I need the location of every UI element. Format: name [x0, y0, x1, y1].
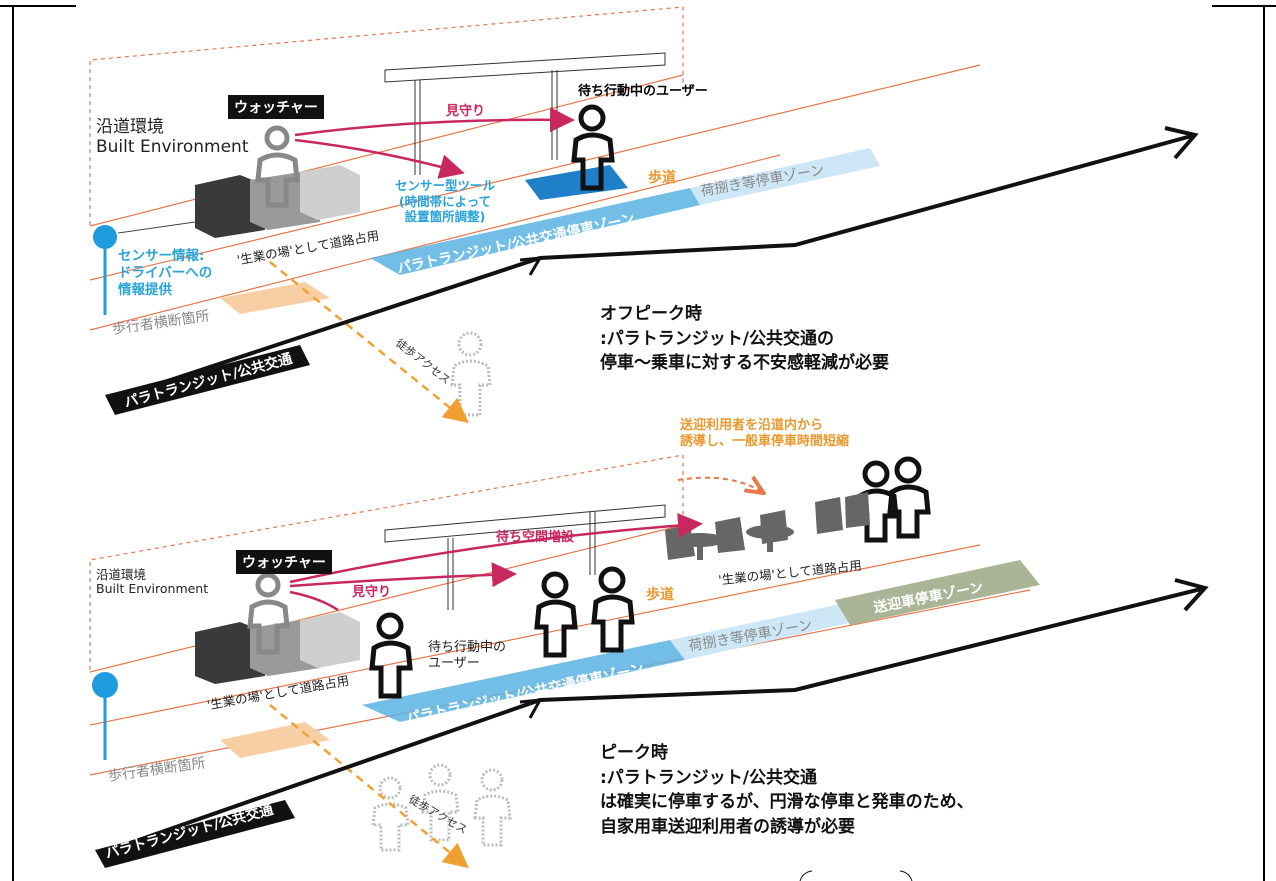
top-description: オフピーク時 :パラトランジット/公共交通の 停車〜乗車に対する不安感軽減が必要: [600, 302, 889, 376]
bottom-built-env-en: Built Environment: [96, 581, 209, 597]
bottom-loading-zone: [670, 602, 862, 660]
top-watcher-figure: [255, 125, 300, 208]
bottom-waiting-user-label: 待ち行動中の ユーザー: [428, 640, 506, 673]
bottom-description: ピーク時 :パラトランジット/公共交通 は確実に停車するが、円滑な停車と発車のた…: [600, 741, 974, 840]
bottom-crossing-zone: [220, 722, 330, 758]
top-sensor-tool-label: センサー型ツール (時間帯によって 設置箇所調整): [395, 178, 495, 225]
top-road-line-1: [89, 74, 684, 227]
bottom-guide-2: 誘導し、一般車停車時間短縮: [680, 434, 850, 450]
bottom-desc-2: :パラトランジット/公共交通: [600, 767, 818, 788]
bottom-built-env-label: 沿道環境 Built Environment: [96, 567, 209, 597]
top-sensor-line: [117, 221, 196, 234]
bottom-mimamori-label: 見守り: [352, 585, 392, 600]
bottom-built-env-ja: 沿道環境: [96, 567, 147, 582]
top-road-line-3: [89, 154, 781, 331]
bottom-waiting-user-1: [369, 612, 413, 699]
frame-left: [12, 5, 14, 881]
top-desc-2: :パラトランジット/公共交通の: [600, 328, 835, 349]
top-transit-route: [109, 133, 1196, 402]
top-built-env-label: 沿道環境 Built Environment: [96, 117, 249, 157]
bottom-waiting-user-3: [591, 566, 635, 653]
bottom-waiting-space-label: 待ち空間増設: [496, 530, 575, 545]
bottom-furniture: [665, 492, 870, 560]
top-transit-label-bg: [105, 345, 310, 415]
caption-bracket: [799, 870, 913, 881]
bottom-built-env-box: [89, 454, 684, 670]
bottom-watcher-label: ウォッチャー: [236, 550, 332, 574]
bottom-road-line-2: [89, 544, 981, 726]
bottom-pickup-zone: [835, 560, 1040, 625]
top-built-env-ja: 沿道環境: [96, 117, 164, 137]
top-sidewalk-label: 歩道: [648, 170, 676, 186]
top-loading-zone: [690, 148, 880, 205]
bottom-shelter-roof: [384, 504, 666, 543]
bottom-stall-boxes: [195, 612, 360, 684]
top-sensor-info-label: センサー情報: ドライバーへの 情報提供: [118, 248, 212, 299]
bottom-transit-label-bg: [95, 800, 295, 868]
top-panel: [89, 6, 1199, 424]
top-sensor-info-1: センサー情報:: [118, 248, 205, 264]
top-walker-figure: [450, 331, 492, 417]
top-waiting-user-label: 待ち行動中のユーザー: [578, 84, 708, 99]
top-desc-3: 停車〜乗車に対する不安感軽減が必要: [600, 353, 889, 374]
bottom-watcher-figure: [247, 572, 290, 655]
top-sensor-info-3: 情報提供: [118, 281, 172, 298]
top-sensor-tool-3: 設置箇所調整): [404, 209, 486, 225]
bottom-watch-arrow-1: [289, 512, 703, 584]
top-waiting-user-figure: [571, 104, 615, 191]
top-stall-boxes: [195, 165, 360, 238]
top-mimamori-label: 見守り: [446, 104, 486, 119]
bottom-guide-arrow: [677, 478, 762, 492]
bottom-road-line-1: [89, 524, 684, 673]
top-shelter-roof: [384, 52, 666, 83]
bottom-sidewalk-label: 歩道: [646, 587, 674, 603]
bottom-watch-arrow-2: [289, 562, 517, 588]
bottom-waiting-user-2: ユーザー: [428, 656, 480, 672]
bottom-walkers: [371, 763, 512, 852]
bottom-desc-1: ピーク時: [600, 743, 668, 763]
top-watcher-label: ウォッチャー: [228, 95, 324, 119]
top-crossing-zone: [220, 282, 330, 314]
top-built-env-en: Built Environment: [96, 136, 249, 157]
top-watch-arrow-1: [294, 107, 575, 137]
bottom-desc-4: 自家用車送迎利用者の誘導が必要: [600, 816, 855, 837]
frame-top-left: [0, 5, 76, 7]
bottom-guide-label: 送迎利用者を沿道内から 誘導し、一般車停車時間短縮: [680, 418, 849, 451]
bottom-walk-arrow: [269, 704, 469, 869]
top-watch-arrow-2: [294, 138, 465, 179]
top-built-env-box: [89, 6, 684, 225]
bottom-panel: [89, 454, 1209, 881]
bottom-waiting-user-1: 待ち行動中の: [428, 640, 507, 655]
bottom-transit-zone: [362, 640, 685, 722]
bottom-desc-3: は確実に停車するが、円滑な停車と発車のため、: [600, 792, 974, 813]
frame-right: [1263, 5, 1265, 881]
top-transit-zone: [370, 188, 700, 275]
top-road-line-2: [89, 64, 981, 281]
bottom-watch-arrow-3: [289, 590, 339, 612]
bottom-waiting-user-2: [534, 571, 578, 658]
top-sensor-pad: [525, 165, 628, 200]
bottom-guide-1: 送迎利用者を沿道内から: [680, 418, 824, 433]
top-sensor-tool-1: センサー型ツール: [395, 178, 496, 193]
top-desc-1: オフピーク時: [600, 304, 702, 324]
bottom-pickup-user-2: [887, 456, 931, 539]
bottom-transit-route: [109, 586, 1206, 852]
top-sensor-tool-2: (時間帯によって: [398, 193, 492, 209]
top-sensor-info-2: ドライバーへの: [118, 264, 213, 281]
frame-top-right: [1212, 5, 1276, 7]
